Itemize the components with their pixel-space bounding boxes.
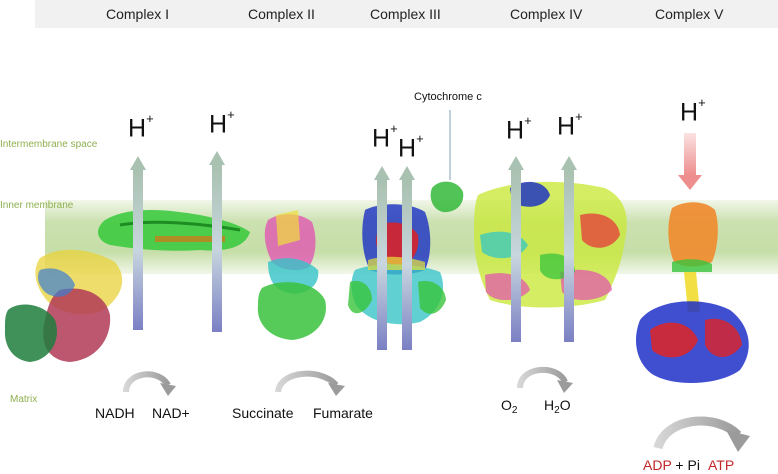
complex-iv-protein (474, 181, 627, 308)
complex-v-protein (636, 202, 749, 384)
adp-pi-label: ADP + Pi (643, 457, 700, 473)
complex-i-title: Complex I (106, 6, 170, 22)
complex-ii-title: Complex II (248, 6, 315, 22)
nadh-label: NADH (95, 405, 135, 421)
nad-plus-label: NAD+ (152, 405, 190, 421)
proton-arrow-complex-i-a (130, 156, 146, 330)
proton-arrow-complex-iii-a (374, 166, 390, 350)
proton-label-complex-v: H+ (680, 95, 706, 127)
proton-label-complex-i-a: H+ (128, 111, 154, 143)
oxygen-label: O2 (501, 397, 518, 416)
header-bar: Complex I Complex II Complex III Complex… (35, 0, 778, 28)
matrix-label: Matrix (10, 394, 38, 405)
proton-arrow-complex-iii-b (399, 166, 415, 350)
reaction-curve-complex-ii (275, 370, 345, 396)
reaction-curve-complex-i (123, 371, 176, 396)
proton-arrow-complex-i-b (209, 151, 225, 332)
reaction-curve-complex-v (653, 416, 750, 452)
proton-label-complex-iv-b: H+ (557, 109, 583, 141)
complex-ii-protein (257, 210, 326, 340)
proton-arrow-complex-iv-b (561, 156, 577, 342)
fumarate-label: Fumarate (313, 405, 373, 421)
proton-label-complex-i-b: H+ (209, 107, 235, 139)
complex-v-title: Complex V (655, 6, 724, 22)
proton-arrow-complex-iv-a (508, 156, 524, 342)
complex-iii-protein (348, 204, 446, 325)
succinate-label: Succinate (232, 405, 294, 421)
complex-iii-title: Complex III (370, 6, 441, 22)
cytochrome-c-label: Cytochrome c (414, 91, 482, 103)
cytochrome-c-protein (430, 110, 464, 213)
atp-label: ATP (708, 457, 735, 473)
water-label: H2O (544, 397, 571, 416)
reaction-curve-complex-iv (517, 366, 573, 393)
inner-membrane-label: Inner membrane (0, 200, 74, 211)
complex-iv-title: Complex IV (510, 6, 583, 22)
proton-label-complex-iii-b: H+ (398, 131, 424, 163)
intermembrane-space-label: Intermembrane space (0, 139, 98, 150)
proton-label-complex-iii-a: H+ (372, 121, 398, 153)
proton-pump-arrows (130, 151, 577, 350)
proton-inflow-arrow (678, 133, 702, 190)
proton-label-complex-iv-a: H+ (506, 113, 532, 145)
